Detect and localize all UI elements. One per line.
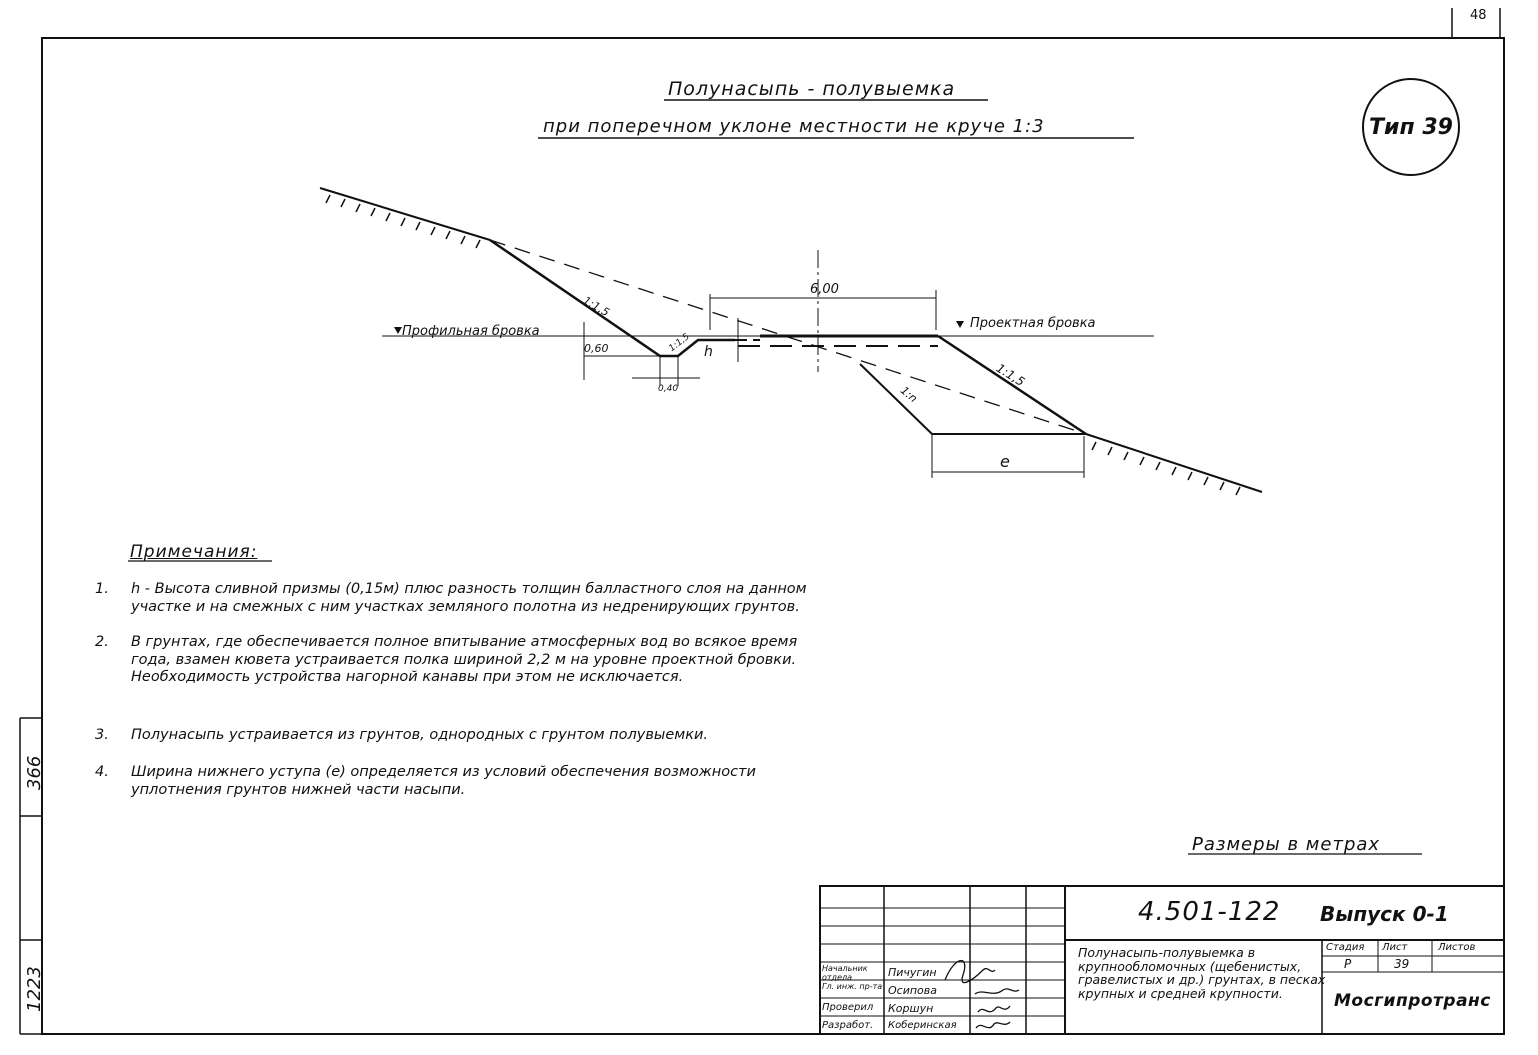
sheet-header: Лист <box>1382 942 1408 953</box>
document-code: 4.501-122 <box>1138 897 1281 927</box>
depth-label: 0,60 <box>584 342 609 355</box>
sheet-frame <box>41 37 1505 1035</box>
stamp-name: Пичугин <box>888 966 937 979</box>
organization-name: Мосгипротранс <box>1334 991 1491 1011</box>
stamp-name: Коршун <box>888 1002 934 1015</box>
notes-heading: Примечания: <box>130 542 258 562</box>
stage-header: Стадия <box>1326 942 1365 953</box>
stamp-role: Гл. инж. пр-та <box>822 982 883 991</box>
stamp-role: Проверил <box>822 1002 874 1013</box>
type-badge: Тип 39 <box>1362 78 1460 176</box>
type-label: Тип 39 <box>1369 114 1453 140</box>
signature-3 <box>977 1005 1011 1013</box>
note-item: 2.В грунтах, где обеспечивается полное в… <box>95 634 798 685</box>
left-edge-label: Профильная бровка <box>402 324 540 339</box>
title-block <box>819 885 1505 1035</box>
drawing-title: Полунасыпь - полувыемка <box>668 78 956 100</box>
stamp-role: Начальник отдела <box>822 964 868 982</box>
width-dimension-label: 6,00 <box>810 282 839 297</box>
ground-surface-right <box>1085 433 1263 496</box>
e-label: e <box>1000 452 1010 471</box>
stamp-description: Полунасыпь-полувыемка в крупнообломочных… <box>1078 945 1326 1001</box>
h-label: h <box>704 344 713 360</box>
signature-2 <box>974 988 1020 995</box>
note-item: 1.h - Высота сливной призмы (0,15м) плюс… <box>95 581 807 615</box>
stamp-name: Осипова <box>888 984 938 997</box>
stage-value: Р <box>1344 957 1352 971</box>
issue-label: Выпуск 0-1 <box>1320 902 1449 926</box>
sheet-value: 39 <box>1394 957 1410 971</box>
inventory-number-bottom: 1223 <box>24 966 45 1012</box>
signature-1 <box>944 959 996 984</box>
stamp-name: Коберинская <box>888 1020 957 1031</box>
signature-4 <box>975 1021 1011 1029</box>
drawing-subtitle: при поперечном уклоне местности не круче… <box>543 116 1045 137</box>
dimensions-note: Размеры в метрах <box>1192 834 1381 855</box>
sheets-header: Листов <box>1438 942 1476 953</box>
fill-slope <box>937 334 1087 436</box>
inventory-number-top: 366 <box>24 755 45 790</box>
ditch-bottom-label: 0,40 <box>658 384 679 394</box>
ground-surface-left <box>319 187 491 249</box>
note-item: 4.Ширина нижнего уступа (e) определяется… <box>95 764 756 798</box>
note-item: 3.Полунасыпь устраивается из грунтов, од… <box>95 727 709 743</box>
stamp-role: Разработ. <box>822 1020 874 1031</box>
right-edge-label: Проектная бровка <box>970 316 1096 331</box>
lower-bench <box>859 363 1086 435</box>
sheet-number: 48 <box>1470 8 1487 23</box>
